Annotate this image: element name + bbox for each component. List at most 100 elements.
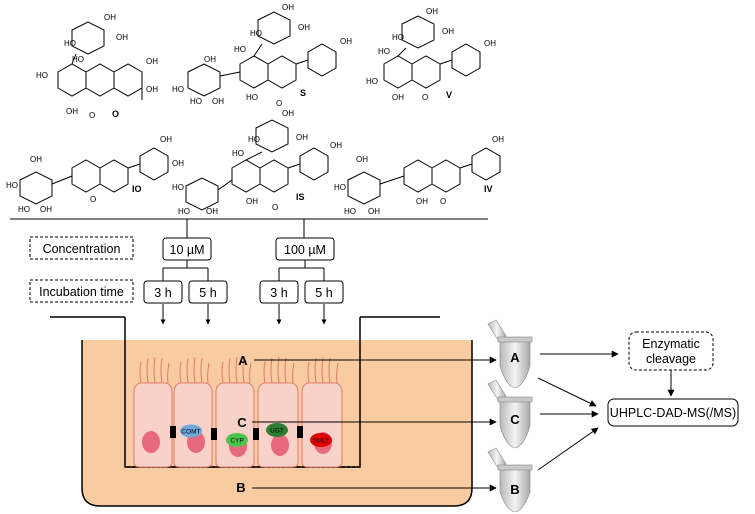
- molecule-io-sub-1: OH: [30, 155, 42, 164]
- enzymatic-cleavage-line1: Enzymatic: [642, 337, 700, 351]
- cyp-enzyme: [226, 433, 248, 447]
- molecule-o-sub-9: O: [89, 111, 95, 120]
- molecule-o-label: O: [112, 109, 119, 119]
- molecule-s-sub-6: OH: [204, 55, 216, 64]
- molecule-is-sub-8: OH: [206, 207, 218, 216]
- molecule-s-sub-4: HO: [234, 45, 246, 54]
- molecule-s-sub-3: HO: [250, 29, 262, 38]
- epithelial-cell: [133, 356, 173, 468]
- tube-b-label: B: [510, 482, 519, 497]
- molecule-io-sub-3: HO: [18, 205, 30, 214]
- transwell: COMT CYP UGT SULT A C B: [50, 316, 473, 507]
- molecule-iv-sub-4: OH: [368, 207, 380, 216]
- molecule-o-sub-3: OH: [104, 13, 116, 22]
- molecule-is-sub-6: HO: [172, 183, 184, 192]
- concentration-100-label: 100 µM: [284, 243, 326, 257]
- molecule-io-sub-6: OH: [172, 159, 184, 168]
- cyp-label: CYP: [230, 438, 243, 445]
- sample-tube-a: A: [487, 319, 533, 389]
- concentration-10-label: 10 µM: [170, 243, 205, 257]
- time-label-100-5h: 5 h: [315, 286, 332, 300]
- cell-label: C: [237, 415, 247, 430]
- molecule-io-sub-4: OH: [40, 205, 52, 214]
- enzymatic-cleavage-line2: cleavage: [646, 352, 696, 366]
- molecule-is-sub-4: HO: [232, 149, 244, 158]
- molecule-s-sub-1: OH: [282, 3, 294, 12]
- molecule-is-sub-10: O: [272, 203, 278, 212]
- molecule-s-sub-9: OH: [212, 97, 224, 106]
- molecule-o-sub-6: HO: [72, 55, 84, 64]
- time-label-10-5h: 5 h: [199, 286, 216, 300]
- tube-a-label: A: [510, 350, 520, 365]
- molecule-v-sub-7: OH: [392, 93, 404, 102]
- molecule-iv: OH HO HO OH OH OH O IV: [334, 135, 504, 216]
- molecule-io-sub-2: HO: [6, 181, 18, 190]
- molecule-s-sub-5: OH: [340, 37, 352, 46]
- analysis-method-label: UHPLC-DAD-MS(/MS): [610, 406, 736, 420]
- molecule-s-sub-2: OH: [298, 23, 310, 32]
- molecule-is-sub-2: OH: [296, 133, 308, 142]
- time-label-100-3h: 3 h: [270, 286, 287, 300]
- molecule-iv-sub-5: OH: [492, 135, 504, 144]
- molecule-s-sub-11: O: [276, 99, 282, 108]
- sample-tube-c: C: [487, 379, 533, 449]
- molecule-is-label: IS: [296, 192, 305, 202]
- molecule-s: OH OH HO HO OH OH HO HO OH HO O S: [172, 3, 352, 108]
- molecule-v-sub-8: O: [422, 93, 428, 102]
- sult-label: SULT: [313, 438, 329, 445]
- molecule-io: OH HO HO OH OH OH O IO: [6, 135, 184, 214]
- molecule-o-sub-7: OH: [146, 57, 158, 66]
- tight-junction: [211, 428, 217, 440]
- molecule-v-label: V: [446, 90, 452, 100]
- molecule-iv-label: IV: [484, 184, 493, 194]
- comt-label: COMT: [181, 429, 200, 436]
- molecule-o-sub-5: HO: [64, 39, 76, 48]
- molecule-iv-sub-3: HO: [344, 207, 356, 216]
- time-box-10-3h: [143, 280, 183, 304]
- molecule-v-sub-2: OH: [442, 27, 454, 36]
- incubation-label: Incubation time: [39, 285, 124, 299]
- molecule-s-sub-7: HO: [172, 85, 184, 94]
- molecule-is-sub-9: OH: [246, 197, 258, 206]
- basolateral-label: B: [236, 480, 245, 495]
- concentration-label-box: [29, 236, 134, 260]
- molecule-o-sub-1: HO: [36, 71, 48, 80]
- cell-monolayer: [133, 356, 343, 468]
- outer-well: [81, 340, 473, 507]
- molecule-iv-sub-2: HO: [334, 183, 346, 192]
- molecule-io-sub-7: O: [90, 195, 96, 204]
- molecule-is-sub-5: OH: [330, 141, 342, 150]
- molecule-is-sub-1: OH: [282, 109, 294, 118]
- molecule-v: OH OH HO HO OH HO OH O V: [366, 7, 496, 102]
- incubation-label-box: [29, 279, 134, 303]
- comt-enzyme: [180, 424, 202, 438]
- molecule-v-sub-6: HO: [366, 77, 378, 86]
- molecule-io-label: IO: [132, 184, 142, 194]
- molecule-io-sub-5: OH: [160, 135, 172, 144]
- molecule-v-sub-4: HO: [378, 47, 390, 56]
- tight-junction: [170, 426, 176, 438]
- apical-label: A: [238, 353, 248, 368]
- tight-junction: [297, 426, 303, 438]
- sample-tube-b: B: [487, 447, 533, 513]
- molecule-v-sub-3: HO: [392, 33, 404, 42]
- ugt-enzyme: [266, 423, 288, 437]
- molecule-o: HO OH OH OH HO HO OH OH O O: [36, 13, 158, 120]
- molecule-v-sub-1: OH: [426, 7, 438, 16]
- molecule-o-sub-8: OH: [146, 85, 158, 94]
- time-box-100-3h: [259, 280, 299, 304]
- time-box-10-5h: [188, 280, 228, 304]
- molecule-s-sub-10: HO: [246, 93, 258, 102]
- molecule-is-sub-7: HO: [178, 207, 190, 216]
- ugt-label: UGT: [270, 428, 284, 435]
- molecule-iv-sub-6: OH: [416, 197, 428, 206]
- molecule-o-sub-4: OH: [116, 33, 128, 42]
- molecule-iv-sub-1: OH: [356, 155, 368, 164]
- molecule-is-sub-3: HO: [248, 135, 260, 144]
- time-label-10-3h: 3 h: [154, 286, 171, 300]
- molecule-v-sub-5: OH: [484, 39, 496, 48]
- tube-c-label: C: [510, 412, 520, 427]
- concentration-label: Concentration: [43, 242, 121, 256]
- molecule-iv-sub-7: O: [440, 197, 446, 206]
